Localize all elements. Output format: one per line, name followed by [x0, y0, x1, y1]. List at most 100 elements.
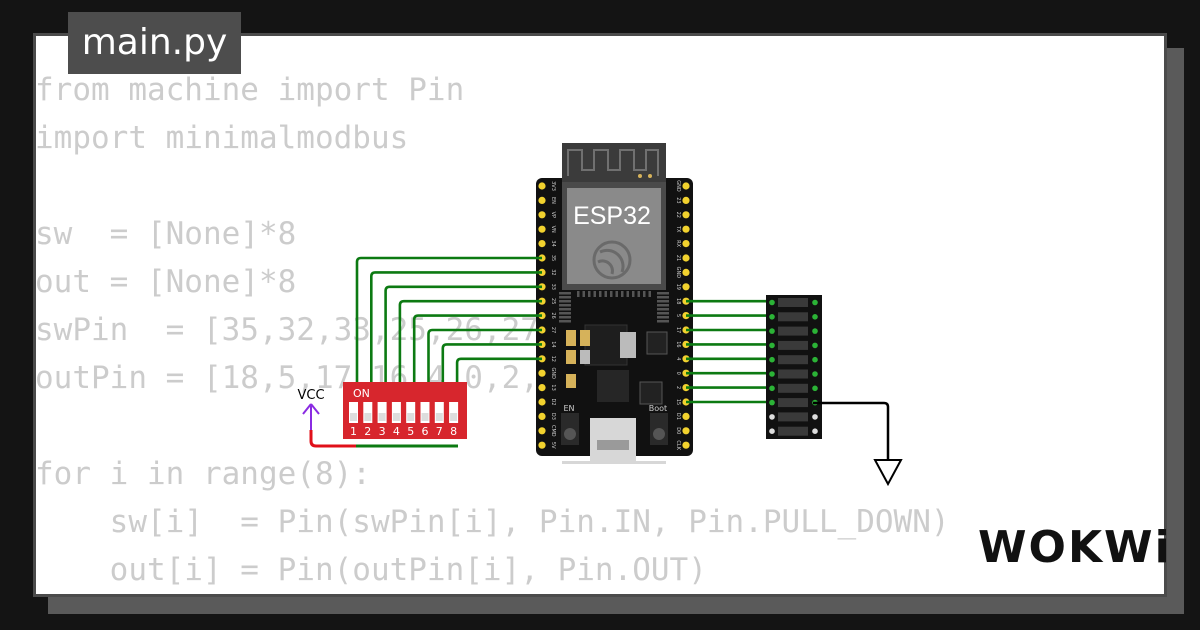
switch-wire — [370, 271, 542, 382]
left-pin[interactable] — [538, 384, 546, 392]
led-pin[interactable] — [812, 428, 818, 435]
module-pad — [657, 316, 669, 319]
left-pin-label: 26 — [550, 312, 556, 318]
right-pin-label: 0 — [675, 372, 681, 375]
dip-toggle[interactable] — [406, 402, 416, 423]
led-pin[interactable] — [769, 314, 775, 320]
led-pin[interactable] — [769, 428, 775, 435]
switch-wire — [412, 314, 542, 382]
led-pin[interactable] — [769, 342, 775, 349]
module-pad — [588, 291, 591, 297]
en-button[interactable]: EN — [561, 404, 579, 445]
led-pin[interactable] — [812, 356, 818, 363]
left-pin-header: 3V3ENVPVN343532332526271412GND13D2D3CMD5… — [538, 181, 556, 449]
led-pin[interactable] — [769, 385, 775, 392]
dip-toggle[interactable] — [349, 402, 358, 423]
led-segment — [778, 312, 808, 322]
right-pin-label: GND — [675, 180, 681, 192]
wokwi-logo: WOKWi — [978, 522, 1172, 573]
right-pin-label: 5 — [675, 314, 681, 317]
led-pin[interactable] — [812, 414, 818, 420]
left-pin[interactable] — [538, 427, 546, 435]
boot-button-label: Boot — [649, 404, 667, 413]
left-pin[interactable] — [538, 225, 546, 233]
dip-number: 8 — [450, 425, 457, 438]
dip-number: 1 — [350, 425, 357, 438]
right-pin[interactable] — [682, 268, 690, 276]
right-pin[interactable] — [682, 225, 690, 233]
dip-toggle[interactable] — [420, 402, 430, 423]
led-pin[interactable] — [812, 371, 818, 377]
boot-button[interactable]: Boot — [649, 404, 668, 445]
left-pin[interactable] — [538, 196, 546, 204]
dip-toggle[interactable] — [363, 402, 373, 423]
dip-toggle-knob — [450, 413, 458, 421]
led-pin[interactable] — [812, 385, 818, 392]
module-pad — [657, 292, 669, 295]
module-pad — [615, 291, 618, 297]
vcc-label: VCC — [297, 388, 324, 403]
led-pin[interactable] — [812, 299, 818, 306]
esp32-board[interactable]: ESP32 EN Boot — [536, 143, 693, 464]
led-pin[interactable] — [812, 314, 818, 320]
right-pin[interactable] — [682, 283, 690, 291]
dip-toggle[interactable] — [377, 402, 387, 423]
module-pad — [643, 291, 646, 297]
left-pin-label: 14 — [550, 341, 556, 347]
left-pin[interactable] — [538, 182, 546, 190]
led-bar-graph[interactable] — [766, 295, 903, 487]
right-pin-label: D1 — [675, 413, 681, 420]
led-segment — [778, 398, 808, 408]
right-pin[interactable] — [682, 441, 690, 449]
left-pin-label: 32 — [550, 269, 556, 275]
left-pin[interactable] — [538, 398, 546, 406]
left-pin-label: VP — [550, 212, 556, 218]
right-pin-label: 17 — [675, 327, 681, 333]
dip-toggle-knob — [435, 413, 443, 421]
led-pin[interactable] — [769, 328, 775, 334]
right-pin[interactable] — [682, 211, 690, 219]
vcc-wire — [309, 430, 356, 448]
right-pin[interactable] — [682, 412, 690, 420]
dip-toggle[interactable] — [449, 402, 459, 423]
right-pin[interactable] — [682, 427, 690, 435]
led-pin[interactable] — [812, 328, 818, 334]
code-line-2: import minimalmodbus — [35, 120, 409, 156]
module-pad — [657, 296, 669, 299]
left-pin[interactable] — [538, 240, 546, 248]
led-pin[interactable] — [769, 414, 775, 420]
dip-toggle[interactable] — [391, 402, 401, 423]
led-pin[interactable] — [769, 371, 775, 377]
right-pin[interactable] — [682, 240, 690, 248]
vcc-arrow-icon — [302, 403, 320, 430]
code-line-1: from machine import Pin — [35, 72, 465, 108]
left-pin[interactable] — [538, 412, 546, 420]
left-pin[interactable] — [538, 369, 546, 377]
switch-wire — [384, 285, 542, 382]
right-pin[interactable] — [682, 182, 690, 190]
led-segment — [778, 355, 808, 365]
led-pin[interactable] — [812, 342, 818, 349]
left-pin[interactable] — [538, 441, 546, 449]
left-pin-label: CMD — [550, 425, 556, 437]
code-line-4: sw = [None]*8 — [35, 216, 297, 252]
led-pin[interactable] — [769, 299, 775, 306]
right-pin[interactable] — [682, 254, 690, 262]
file-tab-main-py[interactable]: main.py — [68, 12, 241, 74]
right-pin-label: 19 — [675, 284, 681, 290]
right-pin[interactable] — [682, 196, 690, 204]
left-pin-label: EN — [550, 197, 556, 204]
module-pad — [593, 291, 596, 297]
led-pin[interactable] — [769, 399, 775, 406]
right-pin-label: 18 — [675, 298, 681, 304]
right-pin-label: 4 — [675, 357, 681, 360]
vcc-power[interactable]: VCC — [297, 388, 356, 448]
module-pad — [559, 308, 571, 311]
dip-toggle[interactable] — [434, 402, 444, 423]
led-pin[interactable] — [769, 356, 775, 363]
left-pin[interactable] — [538, 211, 546, 219]
dip-number: 3 — [379, 425, 386, 438]
